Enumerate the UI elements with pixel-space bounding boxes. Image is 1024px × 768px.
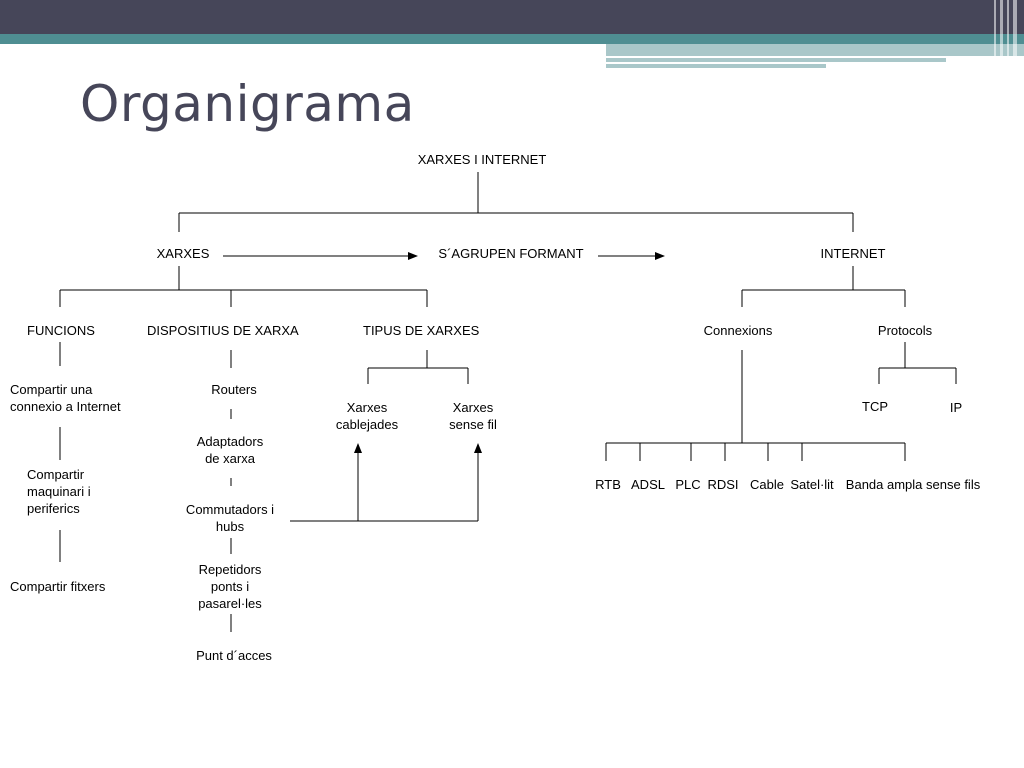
header-band-light <box>606 44 1024 56</box>
node-protocols: Protocols <box>877 323 933 338</box>
node-connexions: Connexions <box>703 323 773 338</box>
node-plc: PLC <box>675 477 701 492</box>
node-banda-ampla-sense-fils: Banda ampla sense fils <box>845 477 981 492</box>
header-band-teal <box>0 34 1024 44</box>
node-tipus-de-xarxes: TIPUS DE XARXES <box>363 323 480 338</box>
node-satellit: Satel·lit <box>790 477 834 492</box>
node-rdsi: RDSI <box>707 477 739 492</box>
node-dispositius-de-xarxa: DISPOSITIUS DE XARXA <box>147 323 299 338</box>
node-funcions: FUNCIONS <box>27 323 95 338</box>
header-band-light-thin <box>606 58 946 62</box>
node-internet: INTERNET <box>820 246 886 261</box>
node-xarxes: XARXES <box>156 246 210 261</box>
node-sagrupen-formant: S´AGRUPEN FORMANT <box>438 246 584 261</box>
slide-title: Organigrama <box>80 75 415 133</box>
node-cable: Cable <box>750 477 784 492</box>
node-ip: IP <box>949 400 963 415</box>
header-stripes <box>990 0 1024 70</box>
node-xarxes-i-internet: XARXES I INTERNET <box>417 152 547 167</box>
node-compartir-fitxers: Compartir fitxers <box>10 579 106 594</box>
node-routers: Routers <box>211 382 257 397</box>
node-adsl: ADSL <box>631 477 665 492</box>
header-band-dark <box>0 0 1024 34</box>
node-rtb: RTB <box>595 477 621 492</box>
node-punt-dacces: Punt d´acces <box>196 648 272 663</box>
header-band-light-short <box>606 64 826 68</box>
node-tcp: TCP <box>862 399 888 414</box>
